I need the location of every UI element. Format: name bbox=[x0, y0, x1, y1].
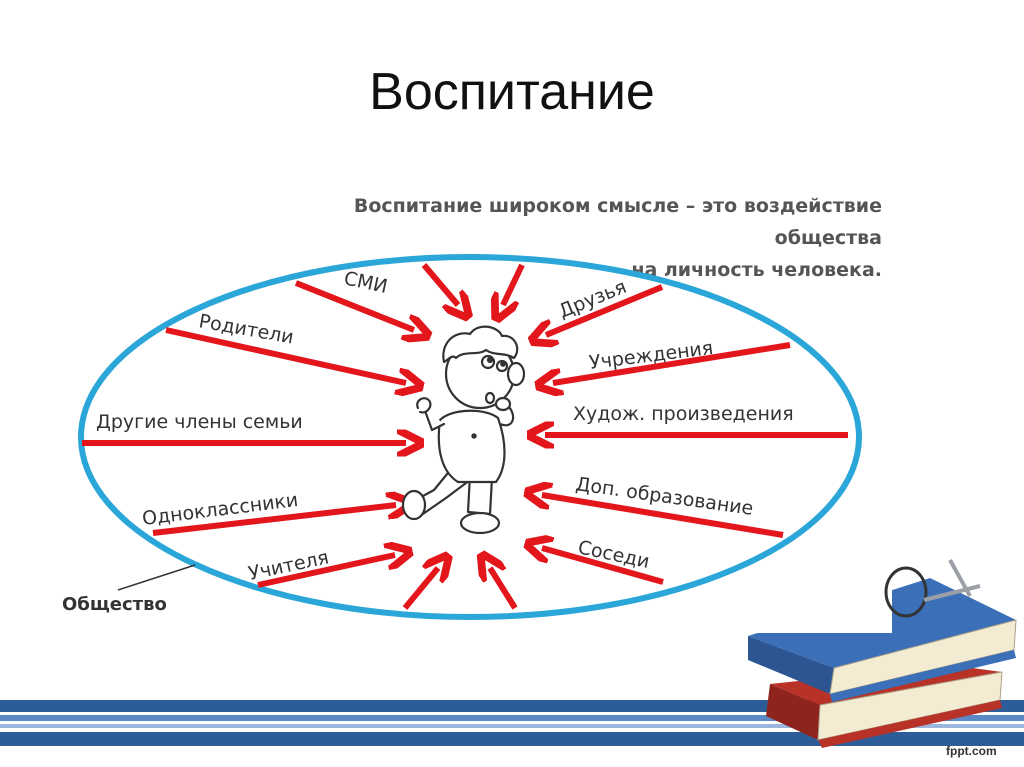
arrow bbox=[490, 568, 518, 610]
definition-text: Воспитание широком смысле – это воздейст… bbox=[250, 190, 882, 286]
books-illustration bbox=[748, 559, 1017, 748]
arrow bbox=[294, 280, 414, 330]
arrow bbox=[421, 263, 458, 305]
society-pointer-line bbox=[117, 564, 196, 591]
influence-arrows bbox=[82, 263, 848, 610]
arrow bbox=[503, 263, 525, 305]
label-art-works: Худож. произведения bbox=[573, 403, 794, 425]
footer-brand: fppt.com bbox=[946, 744, 997, 758]
label-family: Другие члены семьи bbox=[96, 411, 303, 433]
society-label: Общество bbox=[62, 594, 167, 615]
arrow bbox=[542, 548, 664, 585]
definition-line-1: Воспитание широком смысле – это воздейст… bbox=[353, 195, 882, 249]
label-smi: СМИ bbox=[342, 267, 389, 298]
definition-line-2: на личность человека. bbox=[631, 259, 882, 281]
arrow bbox=[152, 505, 396, 536]
arrow bbox=[165, 327, 406, 383]
child-illustration bbox=[401, 325, 526, 535]
arrow bbox=[402, 568, 438, 610]
arrow bbox=[542, 495, 784, 538]
arrow bbox=[546, 284, 664, 335]
slide-title: Воспитание bbox=[369, 63, 655, 121]
society-ellipse bbox=[78, 254, 862, 620]
arrow bbox=[553, 342, 791, 383]
arrow bbox=[257, 555, 395, 588]
